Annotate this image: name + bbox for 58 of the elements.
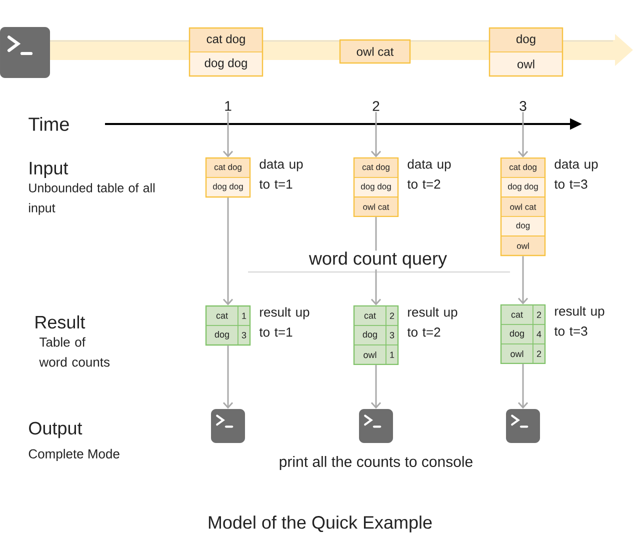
table-note: result up to t=1 [259, 307, 310, 337]
table-cell: owl cat [339, 39, 411, 64]
data-table [188, 27, 264, 77]
terminal-icon [359, 408, 393, 443]
table-note: data up to t=1 [259, 159, 303, 189]
table-cell: cat dog [189, 28, 263, 52]
result-table [205, 305, 251, 346]
table-cell: dog dog [206, 177, 250, 198]
data-table [488, 27, 564, 77]
table-cell: 1 [386, 344, 398, 365]
table-cell: 1 [238, 306, 250, 326]
result-table [353, 305, 399, 366]
data-table [205, 157, 251, 198]
table-cell: dog [500, 216, 546, 236]
caption: Model of the Quick Example [208, 516, 432, 532]
table-note: data up to t=2 [407, 159, 451, 189]
label: Output [29, 422, 82, 438]
table-cell: owl cat [354, 196, 398, 217]
arrow [370, 365, 382, 409]
arrow [518, 364, 528, 409]
table-cell: 3 [238, 325, 250, 346]
table-cell: 4 [532, 324, 546, 344]
terminal-icon [211, 408, 245, 443]
label: Time [28, 117, 69, 131]
table-cell: 2 [532, 304, 546, 325]
table-note: result up to t=3 [554, 306, 604, 336]
data-table [500, 157, 546, 256]
data-table [353, 157, 399, 218]
table-cell: 3 [386, 325, 398, 346]
table-cell: dog dog [189, 52, 263, 76]
arrow [222, 346, 234, 409]
table-cell: dog dog [354, 177, 398, 198]
arrow [518, 112, 528, 158]
table-cell: dog [489, 28, 563, 52]
table-cell: 2 [532, 344, 546, 364]
label: Unbounded table of all input [29, 183, 154, 215]
tick-label: 2 [372, 101, 380, 111]
arrow [222, 112, 234, 158]
arrow [370, 112, 382, 158]
table-note: data up to t=3 [554, 159, 598, 189]
label: Result [36, 315, 86, 329]
table-cell: dog dog [500, 177, 546, 198]
arrow [222, 198, 234, 306]
result-table [500, 304, 546, 364]
label: word count query [308, 250, 448, 270]
table-note: result up to t=2 [407, 307, 458, 337]
table-cell: owl cat [500, 196, 546, 217]
tick-label: 1 [225, 101, 232, 111]
tick-label: 3 [520, 101, 526, 111]
terminal-icon [506, 408, 540, 443]
table-cell: owl [500, 236, 546, 256]
label: Table of word counts [39, 337, 110, 367]
table-cell: owl [489, 52, 563, 76]
label: Complete Mode [28, 448, 120, 462]
arrow [518, 256, 528, 304]
label: Input [30, 162, 68, 178]
table-cell: 2 [386, 306, 398, 326]
label: print all the counts to console [280, 456, 472, 470]
